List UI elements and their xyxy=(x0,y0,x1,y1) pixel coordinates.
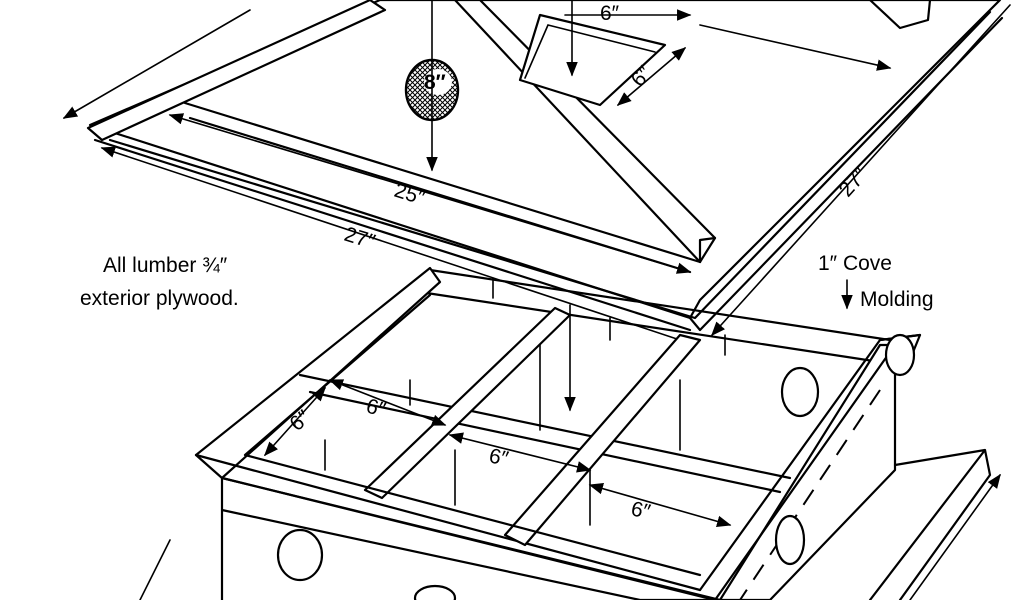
note-line-1: All lumber ¾″ xyxy=(103,254,228,277)
box-front-rim xyxy=(194,453,717,602)
dim-line-back xyxy=(699,24,892,71)
grid-divider-cross-1 xyxy=(363,306,572,500)
dim-line-cell-b xyxy=(328,379,447,426)
box-inner-rim xyxy=(243,293,702,577)
dim-line-box-side xyxy=(909,473,1001,601)
roof-back-rafter xyxy=(868,0,932,30)
dim-line-roof-left xyxy=(62,9,251,119)
note-line-2: exterior plywood. xyxy=(80,287,239,310)
roof-right-rafter-end xyxy=(698,236,717,264)
box-left-rim xyxy=(194,266,442,480)
dim-label-cell-c: 6″ xyxy=(487,444,511,471)
callout-line-2: Molding xyxy=(860,288,934,311)
entrance-hole xyxy=(413,584,457,605)
grid-divider-cross-2 xyxy=(503,333,702,547)
roof-left-rafter xyxy=(86,0,387,142)
box-right-wall-dashes xyxy=(739,389,881,601)
dim-label-cell-b: 6″ xyxy=(364,395,389,422)
dim-line-cell-c xyxy=(448,432,592,473)
entrance-hole xyxy=(780,366,820,418)
entrance-hole xyxy=(276,528,324,582)
grid-divider-long xyxy=(298,373,792,494)
box-assembly xyxy=(194,266,992,602)
dim-line-front-edge xyxy=(100,146,697,347)
callout-line-1: 1″ Cove xyxy=(818,252,892,275)
vent-hole-label: 8″ xyxy=(424,71,446,94)
dim-line-cell-a xyxy=(264,386,326,457)
entrance-hole xyxy=(884,333,916,377)
dim-label-cell-d: 6″ xyxy=(629,497,653,524)
dim-line-box-front xyxy=(139,539,171,601)
entrance-hole xyxy=(774,514,806,566)
dim-label-opening-width: 6″ xyxy=(600,2,620,25)
roof-top-opening xyxy=(518,13,667,107)
box-back-wall xyxy=(418,268,892,364)
dim-line-side xyxy=(711,4,1011,337)
dim-label-front-edge: 27″ xyxy=(342,223,379,254)
dim-line-cell-d xyxy=(588,483,732,527)
box-floor-board xyxy=(868,448,992,602)
dim-line-opening-depth xyxy=(616,47,687,106)
